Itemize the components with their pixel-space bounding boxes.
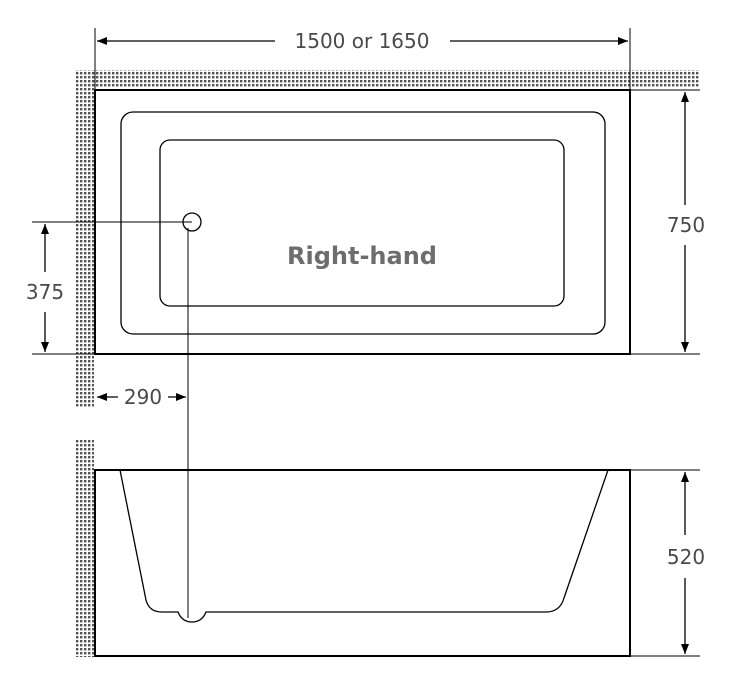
depth-dimension-label: 750 xyxy=(667,213,705,237)
wall-left-hatch xyxy=(76,70,94,407)
wall-side-hatch xyxy=(76,440,94,657)
waste-end-dimension-label: 290 xyxy=(124,385,162,409)
width-dimension-label: 1500 or 1650 xyxy=(295,29,430,53)
hand-label: Right-hand xyxy=(287,242,437,270)
waste-depth-dimension-label: 375 xyxy=(26,280,64,304)
tub-side-outline xyxy=(94,469,631,657)
tub-side-basin xyxy=(119,469,609,623)
tub-plan-basin xyxy=(159,139,565,307)
height-dimension-label: 520 xyxy=(667,545,705,569)
wall-top-hatch xyxy=(76,70,700,88)
tub-plan-rim xyxy=(120,111,606,335)
